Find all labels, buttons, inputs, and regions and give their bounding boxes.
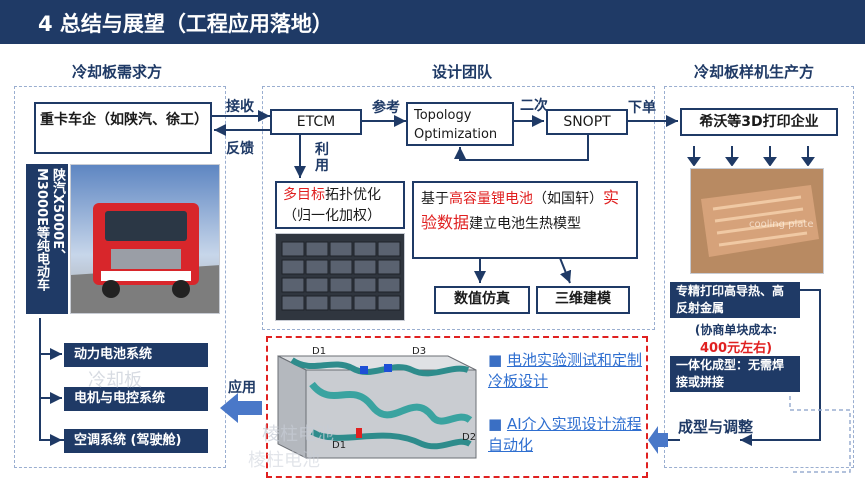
power-battery-system: 动力电池系统 <box>64 343 208 367</box>
edge-receive: 接收 <box>226 99 254 115</box>
battery-model-node: 基于高容量锂电池（如国轩）实验数据建立电池生热模型 <box>412 181 638 259</box>
edge-order: 下单 <box>628 100 656 116</box>
truck-image <box>71 165 219 313</box>
edge-utilize: 利用 <box>315 142 329 174</box>
dim-d3: D3 <box>412 346 426 357</box>
snopt-node: SNOPT <box>546 109 628 135</box>
edge-apply: 应用 <box>228 380 256 396</box>
battery-model-post: 建立电池生热模型 <box>469 216 582 232</box>
cooling-plate-photo: cooling plate <box>690 168 824 274</box>
numerical-simulation-node: 数值仿真 <box>434 286 530 314</box>
etcm-node: ETCM <box>270 109 362 135</box>
arrow-loop <box>454 135 589 161</box>
dim-d2: D2 <box>462 432 476 443</box>
page-title: 4 总结与展望（工程应用落地） <box>38 12 333 36</box>
battery-model-highlight-1: 高容量锂电池 <box>449 191 533 207</box>
left-bracket-line <box>39 318 64 441</box>
edge-form-adjust: 成型与调整 <box>678 418 754 436</box>
design-team-frame <box>262 86 655 330</box>
battery-model-pre: 基于 <box>421 191 449 207</box>
integrated-forming-box: 一体化成型：无需焊接或拼接 <box>670 356 800 392</box>
bullet-item-1: ■ 电池实验测试和定制冷板设计 <box>488 350 644 392</box>
bullet-text-2[interactable]: AI介入实现设计流程自动化 <box>488 415 642 454</box>
section-design-team: 设计团队 <box>432 63 493 81</box>
edge-secondary: 二次 <box>520 98 548 114</box>
topology-optimization-node: Topology Optimization <box>406 102 514 146</box>
dim-d1: D1 <box>312 346 326 357</box>
down-arrow-2-head <box>725 157 739 167</box>
truck-model-vertical-label: 陕汽X5000E、M3000E等纯电动车 <box>26 164 68 314</box>
arrow-modeling <box>559 257 572 284</box>
dim-d1-bottom: D1 <box>332 440 346 451</box>
multi-objective-highlight: 多目标 <box>283 187 325 203</box>
multi-objective-node: 多目标拓扑优化（归一化加权） <box>275 181 405 229</box>
down-arrows <box>680 146 840 167</box>
motor-control-system: 电机与电控系统 <box>64 387 208 411</box>
bullet-square-icon: ■ <box>488 415 507 433</box>
multi-objective-text: 拓扑优化（归一化加权） <box>283 187 381 224</box>
battery-model-highlight-2: 实验数据 <box>421 188 620 232</box>
watermark-prism-battery: 棱柱电池 <box>262 424 334 445</box>
down-arrow-3-head <box>763 157 777 167</box>
cost-value: 400元左右) <box>699 341 773 356</box>
bullet-item-2: ■ AI介入实现设计流程自动化 <box>488 414 644 456</box>
demand-side-frame <box>14 86 226 468</box>
apply-arrow <box>220 393 262 423</box>
watermark-cooling-plate: 冷却板 <box>88 370 142 391</box>
edge-feedback: 反馈 <box>226 141 254 157</box>
cooling-plate-design-frame <box>266 336 648 478</box>
cost-note: (协商单块成本: <box>694 323 778 337</box>
form-adjust-arrow <box>648 426 668 454</box>
bullet-square-icon: ■ <box>488 351 507 369</box>
specialty-printing-box: 专精打印高导热、高反射金属 <box>670 282 800 318</box>
arrow-form-adjust-right <box>740 289 821 446</box>
photo-watermark: cooling plate <box>749 219 813 230</box>
down-arrow-4-head <box>801 157 815 167</box>
edge-reference: 参考 <box>372 100 400 116</box>
3d-printing-company-node: 希沃等3D打印企业 <box>680 108 838 136</box>
watermark-prism-battery-2: 棱柱电池 <box>248 450 320 471</box>
3d-modeling-node: 三维建模 <box>536 286 630 314</box>
inlet-marker <box>360 366 368 374</box>
outlet-marker <box>384 364 392 372</box>
truck-company-node: 重卡车企（如陕汽、徐工） <box>34 102 212 154</box>
section-demand-side: 冷却板需求方 <box>72 63 163 81</box>
down-arrow-1-head <box>687 157 701 167</box>
battery-model-mid: （如国轩） <box>533 191 603 207</box>
section-producer: 冷却板样机生产方 <box>694 63 815 81</box>
battery-pack-image <box>276 234 404 320</box>
bullet-text-1[interactable]: 电池实验测试和定制冷板设计 <box>488 351 642 390</box>
producer-frame <box>664 86 854 468</box>
cooling-plate-image: cooling plate <box>691 169 823 273</box>
cooling-plate-3d-model: D1 D3 D2 D1 <box>272 340 482 472</box>
title-bar <box>0 0 865 44</box>
flow-marker-red <box>356 428 362 438</box>
aircon-system: 空调系统 (驾驶舱) <box>64 429 208 453</box>
feedback-dashed-path <box>789 396 851 473</box>
battery-pack-photo <box>275 233 405 321</box>
cooling-plate-model-svg: D1 D3 D2 D1 <box>277 346 477 459</box>
truck-photo <box>70 164 220 314</box>
